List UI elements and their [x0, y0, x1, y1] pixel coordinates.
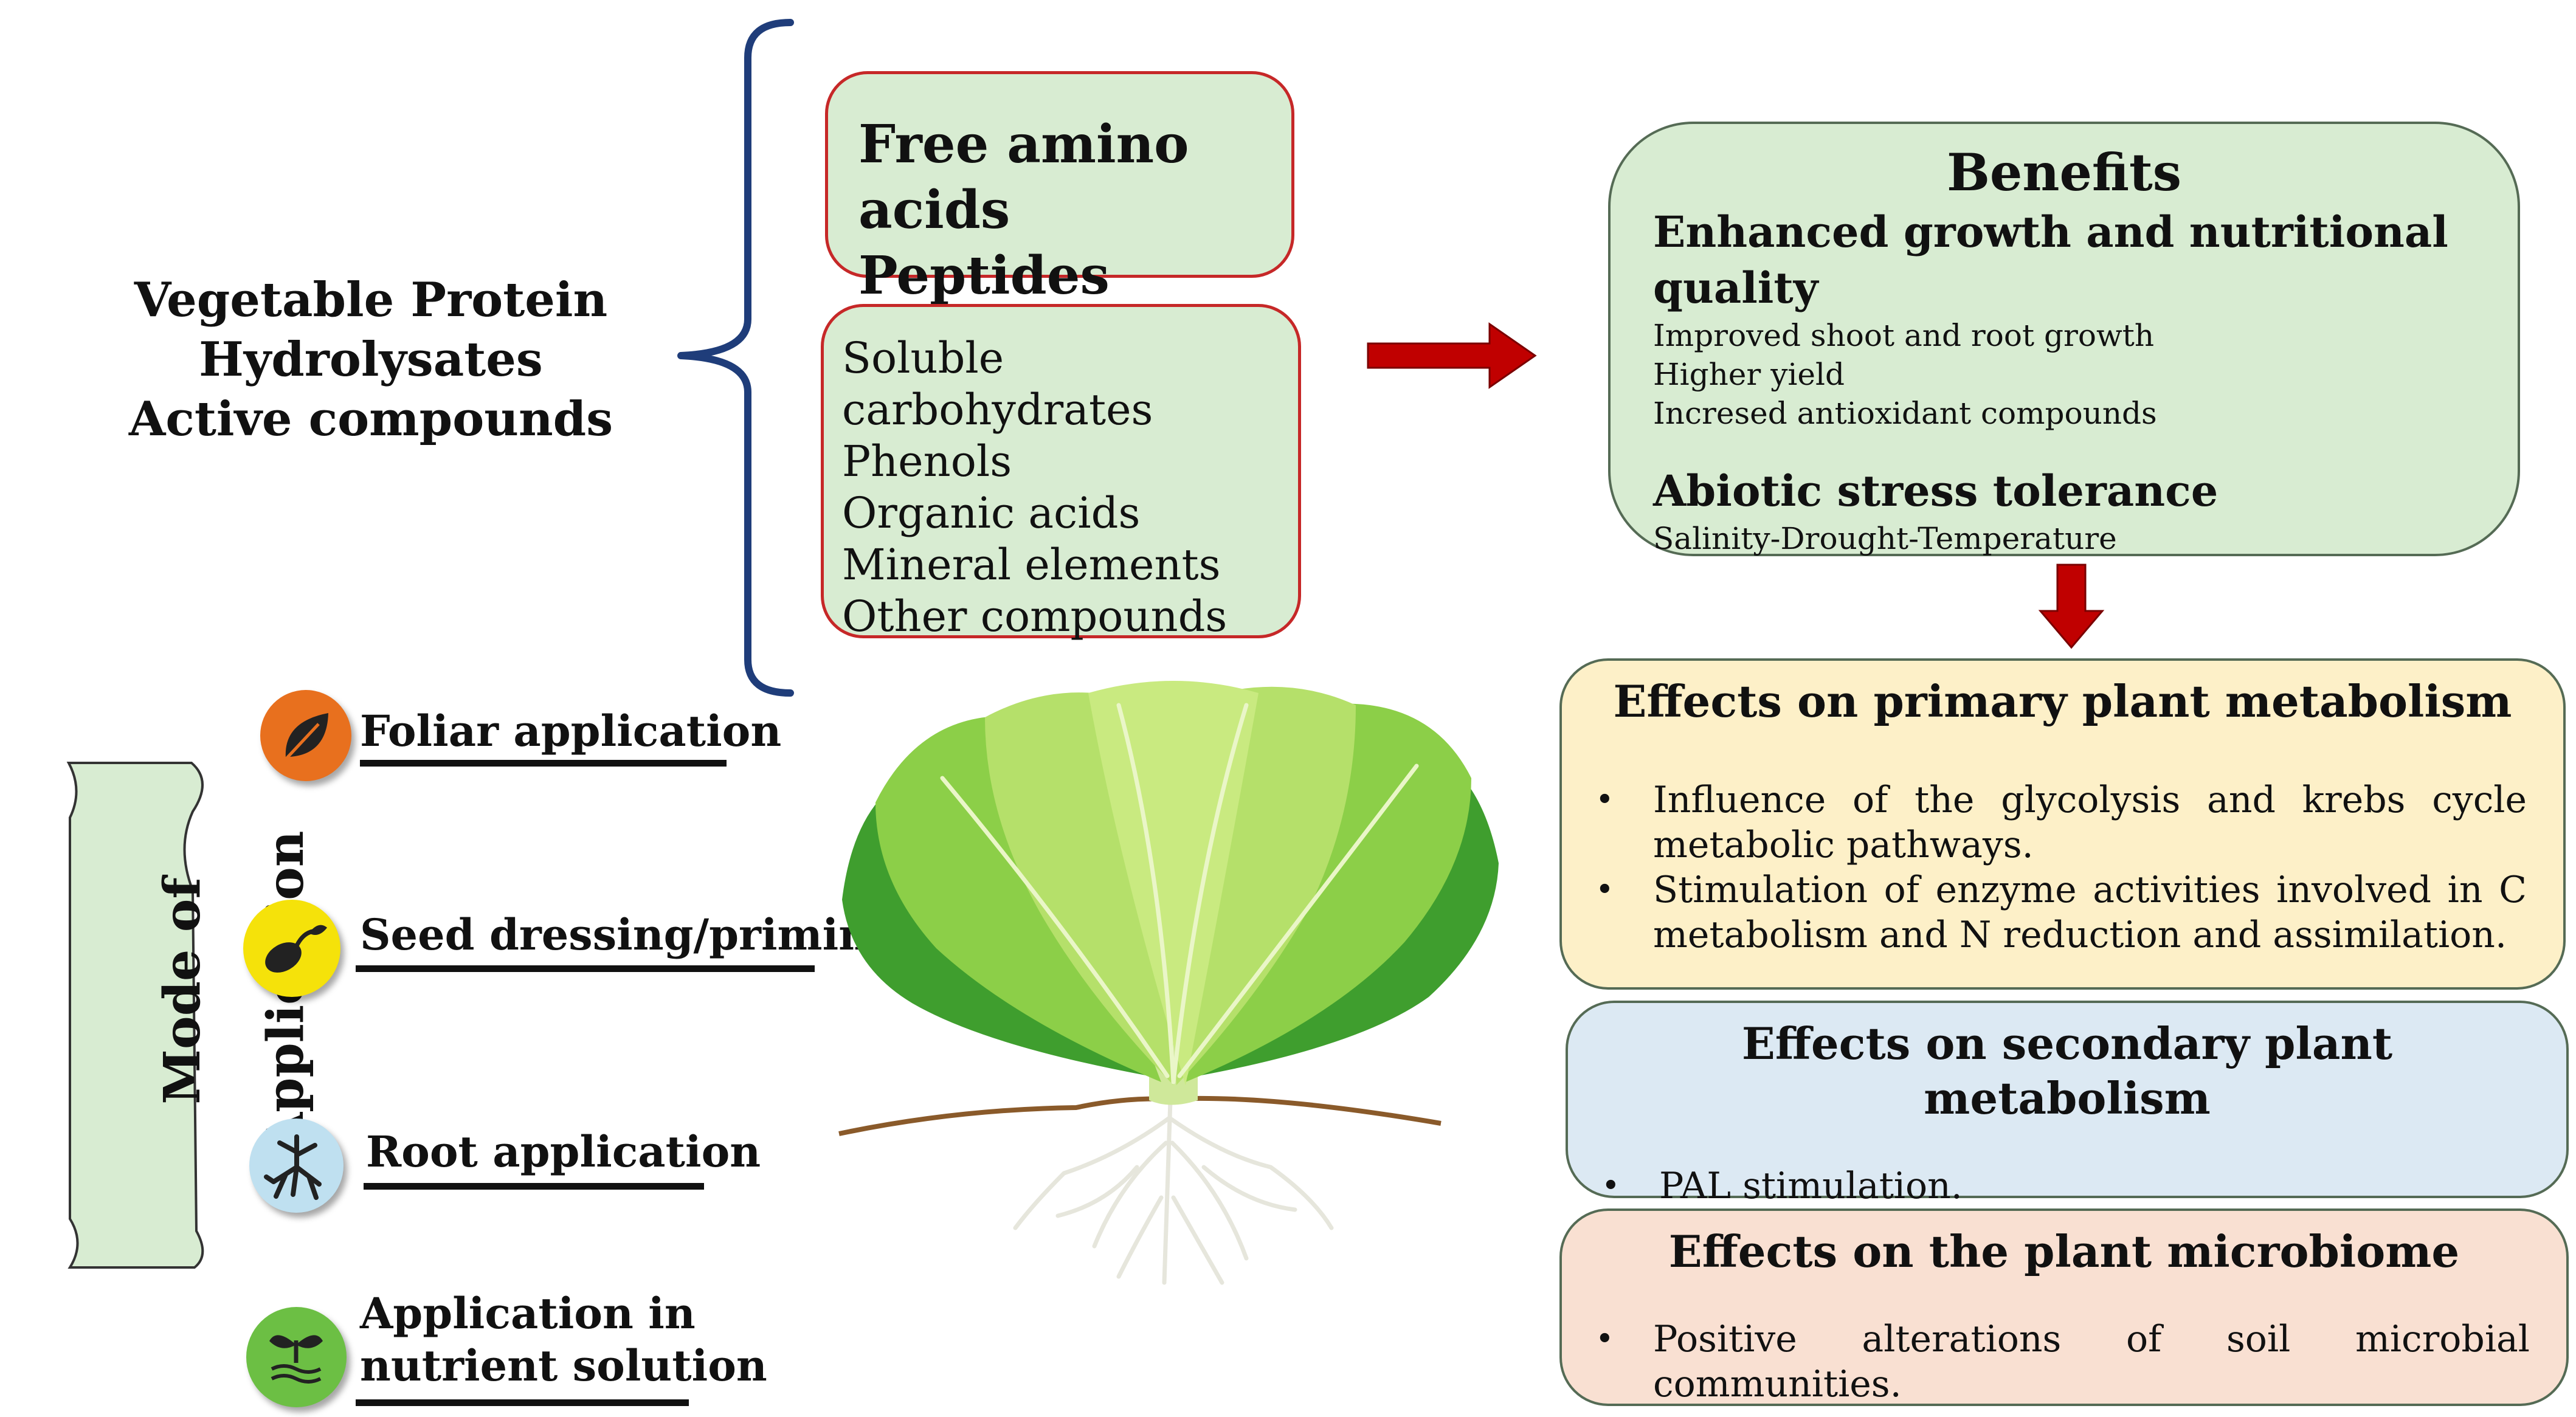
seed-underline	[356, 965, 815, 972]
seed-icon-circle	[243, 900, 340, 997]
nutrient-underline	[356, 1399, 689, 1406]
stress-item: Salinity-Drought-Temperature	[1653, 521, 2117, 556]
nutrient-solution-label: Application in nutrient solution	[360, 1288, 767, 1392]
nutrient-icon-circle	[246, 1307, 347, 1407]
growth-item: Incresed antioxidant compounds	[1653, 396, 2157, 431]
benefits-title: Benefits	[1946, 142, 2182, 202]
vph-title: Vegetable Protein Hydrolysates Active co…	[12, 271, 730, 449]
lettuce-illustration	[838, 681, 1499, 1285]
primary-metabolism-box: Effects on primary plant metabolism •Inf…	[1559, 658, 2566, 990]
compound-organic-acids: Organic acids	[842, 488, 1141, 538]
brace-icon	[677, 19, 794, 697]
secondary-metabolism-box: Effects on secondary plant metabolism •P…	[1566, 1001, 2569, 1207]
compound-mineral-elements: Mineral elements	[842, 540, 1221, 590]
microbiome-box: Effects on the plant microbiome •Positiv…	[1559, 1208, 2569, 1406]
list-item: •PAL stimulation.	[1601, 1165, 1963, 1207]
foliar-icon-circle	[260, 690, 351, 781]
seed-dressing-label: Seed dressing/priming	[360, 909, 900, 960]
foliar-application-label: Foliar application	[360, 706, 782, 756]
foliar-underline	[360, 760, 727, 767]
roots-icon	[264, 1134, 322, 1200]
growth-heading: Enhanced growth and nutritional quality	[1653, 207, 2448, 313]
leaf-icon	[283, 713, 328, 762]
compound-free-amino-acids: Free amino acids	[858, 114, 1189, 241]
bullet-icon: •	[1595, 1321, 1614, 1357]
arrow-right-icon	[1367, 322, 1537, 389]
mode-banner	[66, 762, 204, 1269]
bullet-icon: •	[1595, 782, 1614, 818]
arrow-down-icon	[2038, 564, 2105, 649]
seed-icon	[265, 925, 327, 973]
other-compounds-box: Soluble carbohydrates Phenols Organic ac…	[821, 304, 1301, 641]
compound-peptides: Peptides	[858, 245, 1110, 306]
primary-compounds-box: Free amino acids Peptides	[825, 71, 1294, 306]
primary-metabolism-title: Effects on primary plant metabolism	[1613, 675, 2512, 727]
vph-title-line2: Active compounds	[128, 391, 613, 447]
compound-other: Other compounds	[842, 591, 1228, 641]
stress-heading: Abiotic stress tolerance	[1653, 466, 2219, 516]
microbiome-title: Effects on the plant microbiome	[1668, 1226, 2460, 1277]
list-item: •Positive alterations of soil microbial …	[1595, 1318, 2530, 1405]
compound-phenols: Phenols	[842, 436, 1012, 486]
nutrient-line2: nutrient solution	[360, 1340, 767, 1391]
list-item: •Stimulation of enzyme activities involv…	[1595, 869, 2527, 956]
mode-of-application-label: Mode of Application	[153, 831, 315, 1151]
vph-title-line1: Vegetable Protein Hydrolysates	[134, 272, 608, 387]
growth-item: Higher yield	[1653, 357, 1845, 392]
secondary-metabolism-title: Effects on secondary plant metabolism	[1741, 1018, 2393, 1124]
bullet-icon: •	[1595, 872, 1614, 908]
nutrient-line1: Application in	[360, 1288, 696, 1339]
list-item: •Influence of the glycolysis and krebs c…	[1595, 779, 2527, 866]
root-icon-circle	[249, 1119, 344, 1213]
root-application-label: Root application	[366, 1126, 761, 1177]
benefits-box: Benefits Enhanced growth and nutritional…	[1608, 122, 2520, 556]
seedling-water-icon	[269, 1335, 323, 1384]
compound-soluble-carbohydrates: Soluble carbohydrates	[842, 333, 1153, 435]
root-underline	[364, 1183, 704, 1190]
bullet-icon: •	[1601, 1168, 1620, 1204]
growth-item: Improved shoot and root growth	[1653, 318, 2155, 353]
